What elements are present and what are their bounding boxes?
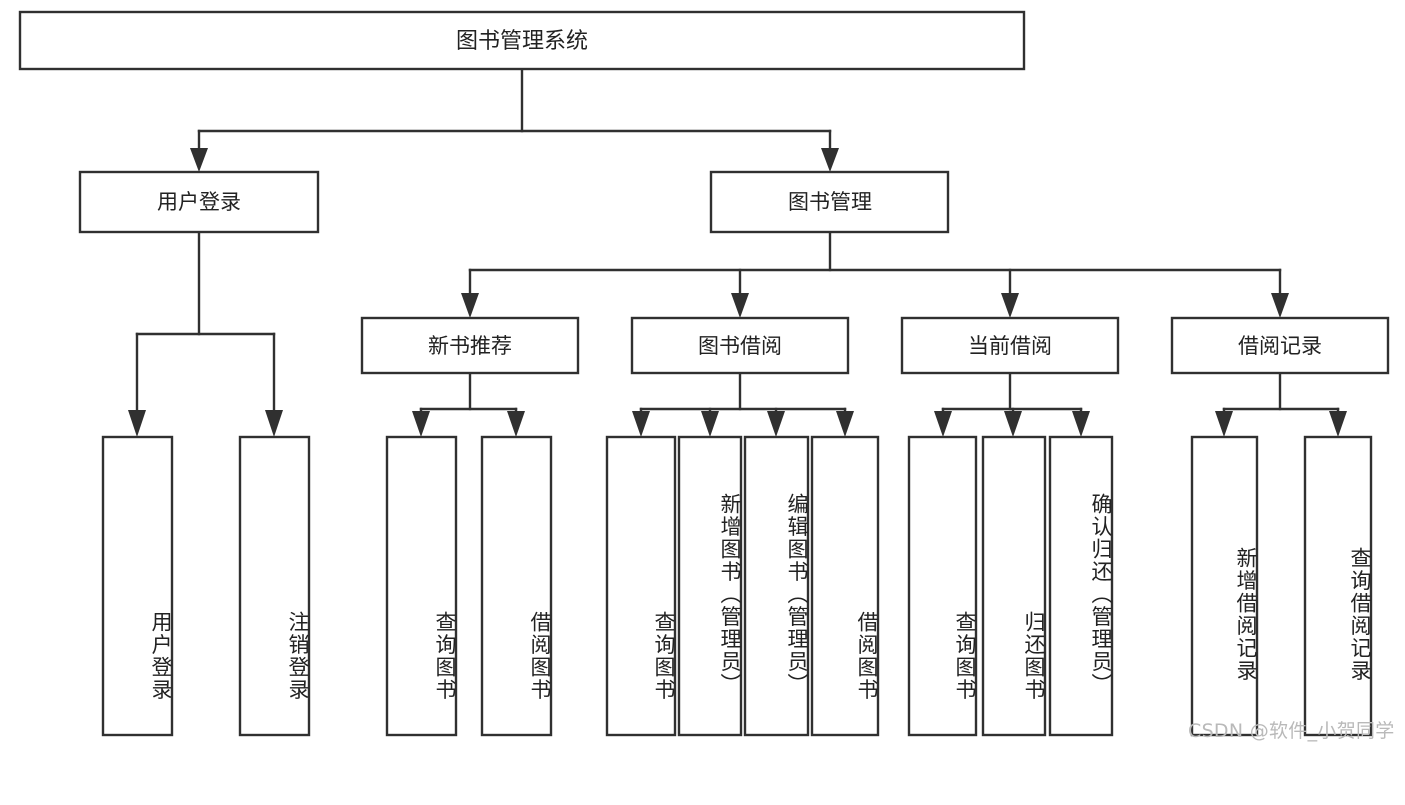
node-current-borrow-label: 当前借阅	[968, 334, 1052, 358]
node-borrow-record-label: 借阅记录	[1238, 334, 1322, 358]
arrow-head-leaf-add-book-admin	[701, 411, 719, 437]
arrow-head-user-login	[190, 148, 208, 172]
arrow-head-leaf-query-book-2	[632, 411, 650, 437]
arrow-head-leaf-query-book-1	[412, 411, 430, 437]
leaf-borrow-book-2-box[interactable]	[810, 435, 880, 737]
arrow-head-leaf-add-borrow-record	[1215, 411, 1233, 437]
node-root[interactable]: 图书管理系统	[18, 10, 1026, 71]
node-new-book-recommend[interactable]: 新书推荐	[360, 316, 580, 375]
arrow-head-book-borrow	[731, 293, 749, 318]
node-book-borrow-label: 图书借阅	[698, 334, 782, 358]
leaf-query-book-2-box[interactable]	[605, 435, 677, 737]
node-user-login-label: 用户登录	[157, 190, 241, 214]
node-current-borrow[interactable]: 当前借阅	[900, 316, 1120, 375]
node-book-borrow[interactable]: 图书借阅	[630, 316, 850, 375]
node-book-borrow-box[interactable]	[630, 316, 850, 375]
arrow-head-leaf-borrow-book-1	[507, 411, 525, 437]
leaf-user-logout-box[interactable]	[238, 435, 311, 737]
node-book-management-box[interactable]	[709, 170, 950, 234]
leaf-query-book-1-box[interactable]	[385, 435, 458, 737]
node-current-borrow-box[interactable]	[900, 316, 1120, 375]
arrow-head-leaf-confirm-return-admin	[1072, 411, 1090, 437]
connector-group-root	[190, 67, 839, 172]
node-user-login-box[interactable]	[78, 170, 320, 234]
arrow-head-leaf-return-book	[1004, 411, 1022, 437]
leaf-borrow-book-1-box[interactable]	[480, 435, 553, 737]
arrow-head-leaf-query-book-3	[934, 411, 952, 437]
connector-group-new-book-recommend	[412, 371, 525, 437]
node-root-box[interactable]	[18, 10, 1026, 71]
connector-group-borrow-record	[1215, 371, 1347, 437]
arrow-head-new-book-recommend	[461, 293, 479, 318]
node-book-management[interactable]: 图书管理	[709, 170, 950, 234]
connector-group-book-borrow	[632, 371, 854, 437]
leaf-return-book-box[interactable]	[981, 435, 1047, 737]
leaf-query-book-3-box[interactable]	[907, 435, 978, 737]
diagram-canvas: 图书管理系统 用户登录 图书管理 新书推荐 图书借阅 当前借阅 借阅记录	[18, 10, 1395, 742]
csdn-watermark: CSDN @软件_小贺同学	[1188, 720, 1395, 742]
arrow-head-leaf-borrow-book-2	[836, 411, 854, 437]
node-root-label: 图书管理系统	[456, 29, 588, 54]
leaf-query-borrow-record-box[interactable]	[1303, 435, 1373, 737]
node-new-book-recommend-label: 新书推荐	[428, 334, 512, 358]
node-user-login[interactable]: 用户登录	[78, 170, 320, 234]
node-borrow-record[interactable]: 借阅记录	[1170, 316, 1390, 375]
node-book-management-label: 图书管理	[788, 190, 872, 214]
arrow-head-current-borrow	[1001, 293, 1019, 318]
arrow-head-leaf-user-logout	[265, 410, 283, 437]
hierarchy-diagram-svg: 图书管理系统 用户登录 图书管理 新书推荐 图书借阅 当前借阅 借阅记录	[18, 10, 1390, 737]
arrow-head-leaf-query-borrow-record	[1329, 411, 1347, 437]
arrow-head-leaf-user-login	[128, 410, 146, 437]
connector-group-book-management	[461, 230, 1289, 318]
node-new-book-recommend-box[interactable]	[360, 316, 580, 375]
leaf-add-book-admin-box[interactable]	[677, 435, 743, 737]
leaf-edit-book-admin-box[interactable]	[743, 435, 810, 737]
node-borrow-record-box[interactable]	[1170, 316, 1390, 375]
connector-group-current-borrow	[934, 371, 1090, 437]
leaf-user-login-box[interactable]	[101, 435, 174, 737]
arrow-head-book-management	[821, 148, 839, 172]
connector-group-user-login	[128, 230, 283, 437]
leaf-confirm-return-admin-box[interactable]	[1048, 435, 1114, 737]
arrow-head-borrow-record	[1271, 293, 1289, 318]
leaf-boxes	[101, 435, 1373, 737]
leaf-add-borrow-record-box[interactable]	[1190, 435, 1259, 737]
arrow-head-leaf-edit-book-admin	[767, 411, 785, 437]
